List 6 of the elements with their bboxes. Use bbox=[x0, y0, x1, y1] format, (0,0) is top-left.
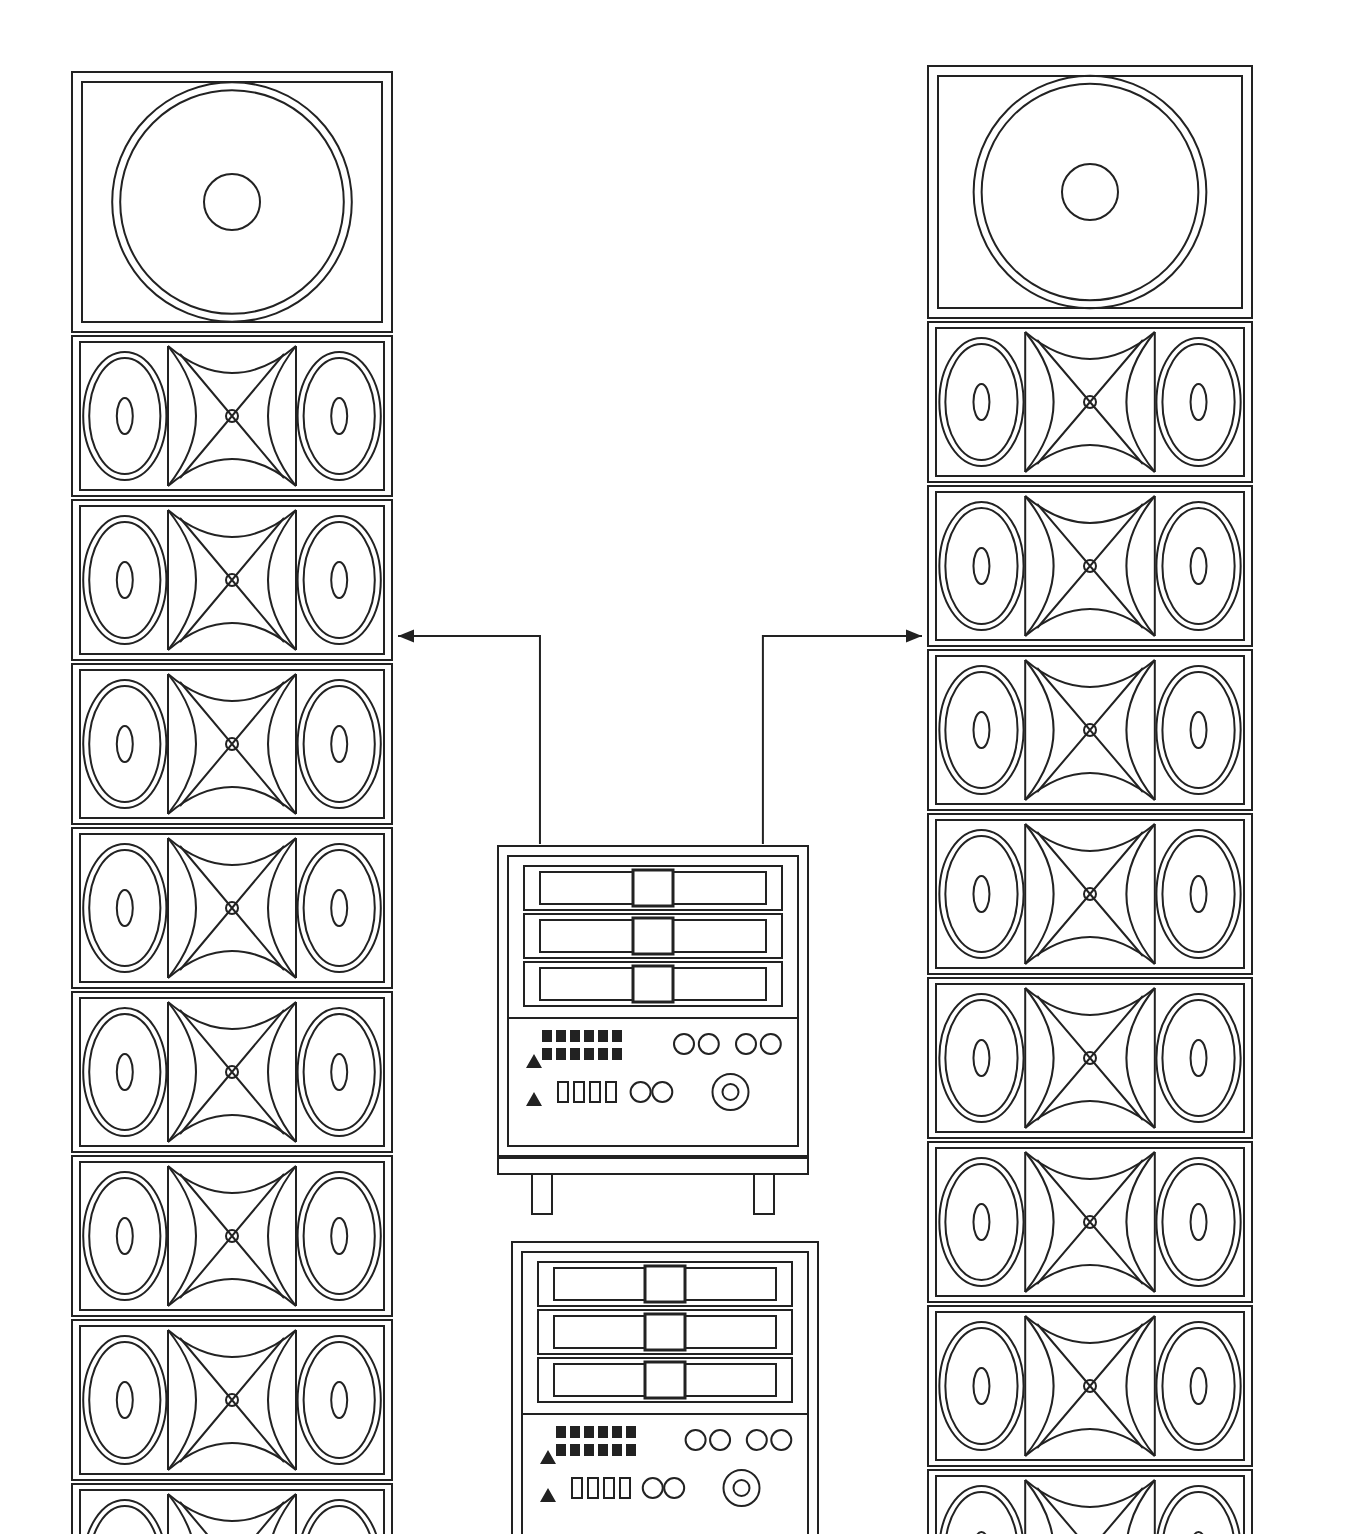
speaker-array-drawing bbox=[70, 70, 394, 1534]
arrow bbox=[397, 629, 541, 845]
amplifier-rack-drawing bbox=[510, 1240, 820, 1534]
amplifier-rack-drawing bbox=[496, 844, 810, 1220]
speaker-array-drawing bbox=[926, 64, 1254, 1534]
arrow bbox=[761, 629, 923, 845]
